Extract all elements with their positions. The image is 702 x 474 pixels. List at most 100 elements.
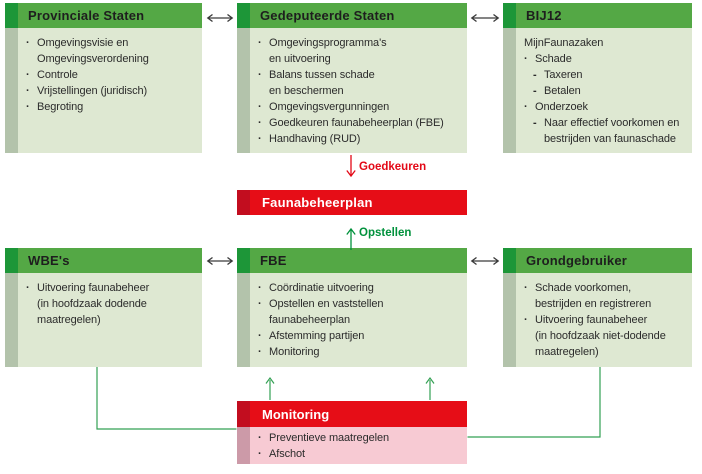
header-bar: FBE [250,248,467,273]
list-item: · Vrijstellingen (juridisch) [26,83,199,99]
list-item: · Opstellen en vaststellen faunabeheerpla… [258,296,464,328]
item-label: Monitoring [269,346,320,358]
item-label: Begroting [37,101,84,113]
box-title: Provinciale Staten [28,8,145,23]
list-item: · Handhaving (RUD) [258,131,464,147]
list-item: -Taxeren [524,67,689,83]
list-item: ·Balans tussen schade en beschermen [258,67,464,99]
bullet-marker: · [26,37,30,49]
list-item: ·Afschot [258,446,464,462]
item-label: Vrijstellingen (juridisch) [37,85,148,97]
bullet-marker: · [258,330,262,342]
task-list: ·Omgevingsprogramma's en uitvoering ·Bal… [258,35,464,147]
header-accent-stripe [237,401,250,427]
header-bar: BIJ12 [516,3,692,28]
item-label: Handhaving (RUD) [269,133,361,145]
box-content: ·Omgevingsprogramma's en uitvoering ·Bal… [250,28,467,153]
bullet-marker: · [258,432,262,444]
box-content: ·Schade voorkomen, bestrijden en registr… [516,273,692,367]
double-arrow-icon-fbe-grondgebruiker [470,256,500,266]
bullet-marker: - [533,85,537,97]
item-label: MijnFaunazaken [524,37,604,49]
item-label: Schade [535,53,572,65]
bullet-marker: · [524,101,528,113]
list-item: · Goedkeuren faunabeheerplan (FBE) [258,115,464,131]
body-accent-stripe [5,273,18,367]
box-grondgebruiker: Grondgebruiker ·Schade voorkomen, bestri… [503,248,692,367]
monitoring-to-fbe-arrow-right [425,376,435,400]
bullet-marker: · [258,69,262,81]
list-item: ·Schade voorkomen, bestrijden en registr… [524,280,689,312]
list-item: · Uitvoering faunabeheer (in hoofdzaak do… [26,280,199,328]
item-label: Preventieve maatregelen [269,432,389,444]
box-title: Grondgebruiker [526,253,628,268]
body-accent-stripe [5,28,18,153]
body-accent-stripe [503,28,516,153]
bullet-marker: · [258,346,262,358]
box-title: Gedeputeerde Staten [260,8,395,23]
box-body: · Uitvoering faunabeheer (in hoofdzaak do… [5,273,202,367]
goedkeuren-arrow-icon [346,155,356,178]
list-item: ·Omgevingsprogramma's en uitvoering [258,35,464,67]
box-content: ·Omgevingsvisie en Omgevingsverordening … [18,28,202,153]
header-bar: Grondgebruiker [516,248,692,273]
item-label: Opstellen en vaststellen faunabeheerplan [269,298,384,326]
double-arrow-icon-provinciale-gedeputeerde [206,13,234,23]
body-accent-stripe [237,28,250,153]
box-header: BIJ12 [503,3,692,28]
item-label: Onderzoek [535,101,588,113]
item-label: Uitvoering faunabeheer (in hoofdzaak dod… [37,282,150,326]
bullet-marker: · [26,282,30,294]
item-label: Omgevingsvergunningen [269,101,390,113]
box-title: Monitoring [262,406,330,422]
task-list: ·Schade voorkomen, bestrijden en registr… [524,280,689,360]
box-title: BIJ12 [526,8,562,23]
item-label: Afstemming partijen [269,330,365,342]
box-monitoring: Monitoring · Preventieve maatregelen ·Afs… [237,401,467,464]
list-item: -Naar effectief voorkomen en bestrijden … [524,115,689,147]
bullet-marker: · [524,53,528,65]
body-accent-stripe [237,273,250,367]
bullet-marker: · [26,69,30,81]
bullet-marker: · [258,117,262,129]
bullet-marker: · [258,133,262,145]
box-gedeputeerde-staten: Gedeputeerde Staten ·Omgevingsprogramma'… [237,3,467,153]
box-body: ·Omgevingsprogramma's en uitvoering ·Bal… [237,28,467,153]
header-accent-stripe [503,3,516,28]
box-header: Grondgebruiker [503,248,692,273]
list-item: ·Begroting [26,99,199,115]
box-body: MijnFaunazaken ·Schade -Taxeren -Betalen… [503,28,692,153]
item-label: Betalen [544,85,581,97]
bullet-marker: · [258,298,262,310]
item-label: Goedkeuren faunabeheerplan (FBE) [269,117,444,129]
bullet-marker: · [26,85,30,97]
box-body: ·Schade voorkomen, bestrijden en registr… [503,273,692,367]
wbes-to-monitoring-connector [96,367,237,430]
bullet-marker: · [258,282,262,294]
list-item: ·Omgevingsvergunningen [258,99,464,115]
list-item: · Onderzoek [524,99,689,115]
monitoring-to-fbe-arrow-left [265,376,275,400]
task-list: · Preventieve maatregelen ·Afschot [258,430,464,462]
bullet-marker: - [533,117,537,129]
header-bar: Provinciale Staten [18,3,202,28]
header-accent-stripe [5,248,18,273]
task-list: MijnFaunazaken ·Schade -Taxeren -Betalen… [524,35,689,147]
body-accent-stripe [503,273,516,367]
box-provinciale-staten: Provinciale Staten ·Omgevingsvisie en Om… [5,3,202,153]
box-bij12: BIJ12 MijnFaunazaken ·Schade -Taxeren -B… [503,3,692,153]
list-item: MijnFaunazaken [524,35,689,51]
body-accent-stripe [237,427,250,464]
box-header: Gedeputeerde Staten [237,3,467,28]
header-accent-stripe [503,248,516,273]
box-header: Provinciale Staten [5,3,202,28]
task-list: ·Omgevingsvisie en Omgevingsverordening … [26,35,199,115]
bullet-marker: · [258,37,262,49]
box-fbe: FBE ·Coördinatie uitvoering · Opstellen e… [237,248,467,367]
header-accent-stripe [5,3,18,28]
header-bar: Gedeputeerde Staten [250,3,467,28]
banner-bar: Faunabeheerplan [250,190,467,215]
list-item: ·Coördinatie uitvoering [258,280,464,296]
bullet-marker: - [533,69,537,81]
banner-accent-stripe [237,190,250,215]
